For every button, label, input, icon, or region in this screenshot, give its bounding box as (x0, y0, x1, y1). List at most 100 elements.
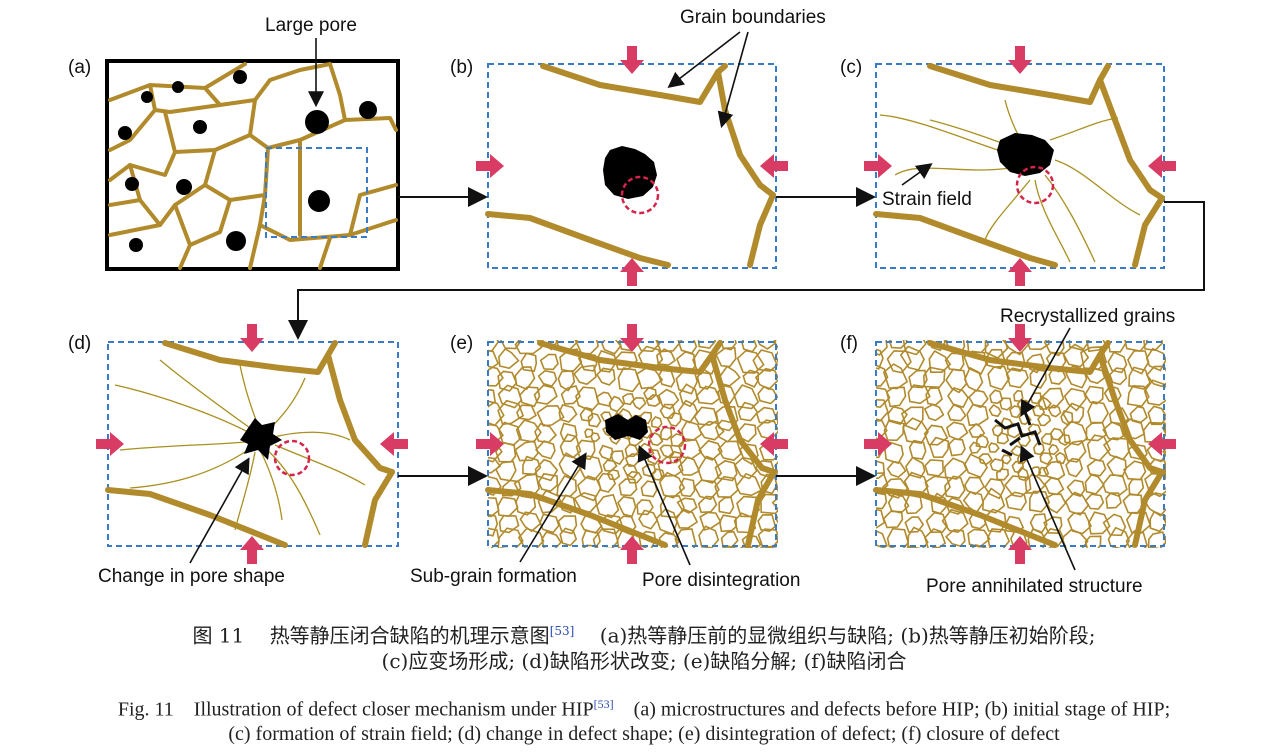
sub-grain-cell (1037, 413, 1052, 427)
sub-grain-cell (736, 349, 765, 374)
sub-grain-cell (947, 386, 970, 409)
sub-grain-cell (516, 404, 537, 421)
sub-grain-cell (557, 515, 578, 535)
sub-grain-cell (923, 403, 945, 422)
sub-grain-cell (574, 340, 600, 355)
sub-grain-cell (488, 349, 500, 371)
sub-grain-cell (989, 458, 1004, 473)
sub-grain-cell (488, 475, 502, 496)
sub-grain-cell (984, 478, 1006, 500)
sub-grain-cell (622, 463, 639, 479)
sub-grain-cell (722, 545, 739, 548)
sub-grain-cell (1027, 527, 1047, 548)
sub-grain-cell (1143, 379, 1166, 406)
sub-grain-cell (1040, 433, 1053, 446)
sub-grain-cell (1084, 493, 1105, 510)
sub-grain-cell (737, 401, 759, 422)
sub-grain-cell (541, 340, 558, 351)
sub-grain-cell (1060, 410, 1074, 426)
sub-grain-cell (1047, 404, 1062, 418)
sub-grain-cell (537, 369, 558, 388)
sub-grain-cell (774, 350, 778, 364)
sub-grain-cell (1048, 443, 1060, 456)
sub-grain-cell (779, 552, 795, 569)
zoom-region (265, 147, 368, 238)
sub-grain-cell (876, 348, 884, 370)
pressure-arrow (476, 154, 504, 178)
sub-grain-cell (1025, 340, 1050, 351)
sub-grain-cell (534, 458, 559, 482)
sub-grain-cell (579, 406, 594, 422)
pressure-arrow (1008, 324, 1032, 352)
pressure-arrow (1008, 536, 1032, 564)
sub-grain-cell (514, 440, 539, 462)
sub-grain-cell (887, 406, 909, 426)
panel-a: (a) Large pore (68, 15, 400, 271)
pressure-arrow (620, 258, 644, 286)
sub-grain-cell (1122, 493, 1143, 515)
sub-grain-cell (1024, 472, 1046, 494)
sub-grain-cell (902, 417, 929, 444)
sub-grain-cell (698, 420, 725, 441)
sub-grain-cell (1006, 351, 1026, 372)
pressure-arrows (96, 46, 1176, 564)
grain-boundary (485, 487, 668, 548)
sub-grain-cell (968, 441, 982, 454)
leader-grain-boundaries-1 (667, 31, 741, 88)
sub-grain-cell (541, 531, 562, 548)
pressure-arrow (864, 154, 892, 178)
caption-zh-title: 热等静压闭合缺陷的机理示意图 (269, 623, 550, 648)
sub-grain-cell (643, 547, 646, 548)
sub-grain-cell (999, 397, 1013, 411)
sub-grain-cell (928, 350, 952, 374)
sub-grain-cell (1084, 385, 1104, 405)
sub-grain-cell (885, 386, 907, 408)
strain-field (114, 359, 366, 536)
sub-grain-cell (929, 436, 950, 459)
sub-grain-cell (488, 456, 502, 474)
grain-boundary (105, 487, 288, 548)
sub-grain-cell (963, 350, 987, 375)
sub-grain-cell (1029, 513, 1048, 534)
sub-grain-cell (741, 534, 762, 548)
sub-grain-cell (776, 485, 778, 493)
sub-grain-cell (908, 439, 927, 460)
sub-grain-cell (882, 363, 909, 390)
sub-grain-cell (534, 440, 556, 460)
sub-grain-cell (537, 472, 559, 492)
sub-grain-cell (759, 545, 777, 548)
sub-grain-cell (655, 508, 678, 536)
panel-label-f: (f) (840, 333, 858, 354)
sub-grain-cell (678, 477, 696, 498)
sub-grain-cell (876, 492, 888, 510)
pressure-arrow (96, 432, 124, 456)
sub-grain-cell (1128, 478, 1145, 496)
sub-grain-cell (488, 513, 499, 537)
caption-en-line1-rest: (a) microstructures and defects before H… (633, 698, 1171, 721)
sub-grain-cell (923, 424, 949, 446)
sub-grain-cell (659, 444, 675, 459)
sub-grain-cell (963, 476, 985, 496)
sub-grain-cell (557, 369, 576, 392)
sub-grain-cell (624, 443, 640, 458)
sub-grain-cell (886, 460, 907, 479)
sub-grain-cell (904, 516, 925, 533)
sub-grain-cell (1112, 547, 1115, 548)
sub-grain-cell (533, 384, 558, 405)
grain-boundary (1132, 195, 1165, 268)
sub-grain-cell (1162, 447, 1166, 457)
sub-grain-cell (1168, 403, 1186, 422)
sub-grain-cell (876, 386, 891, 409)
sub-grain-cell (717, 385, 736, 405)
sub-grain-cell (882, 510, 904, 529)
sub-grain-cell (988, 403, 1002, 418)
sub-grain-cell (587, 412, 602, 428)
sub-grain-cell (943, 457, 968, 480)
sub-grain-cell (876, 544, 885, 548)
sub-grain-cell (931, 545, 941, 548)
grain-boundary (715, 69, 776, 198)
sub-grain-cell (1170, 350, 1186, 367)
sub-grain-cell (733, 384, 760, 410)
sub-grain-cell (678, 340, 698, 355)
sub-grain-cell (966, 403, 989, 427)
